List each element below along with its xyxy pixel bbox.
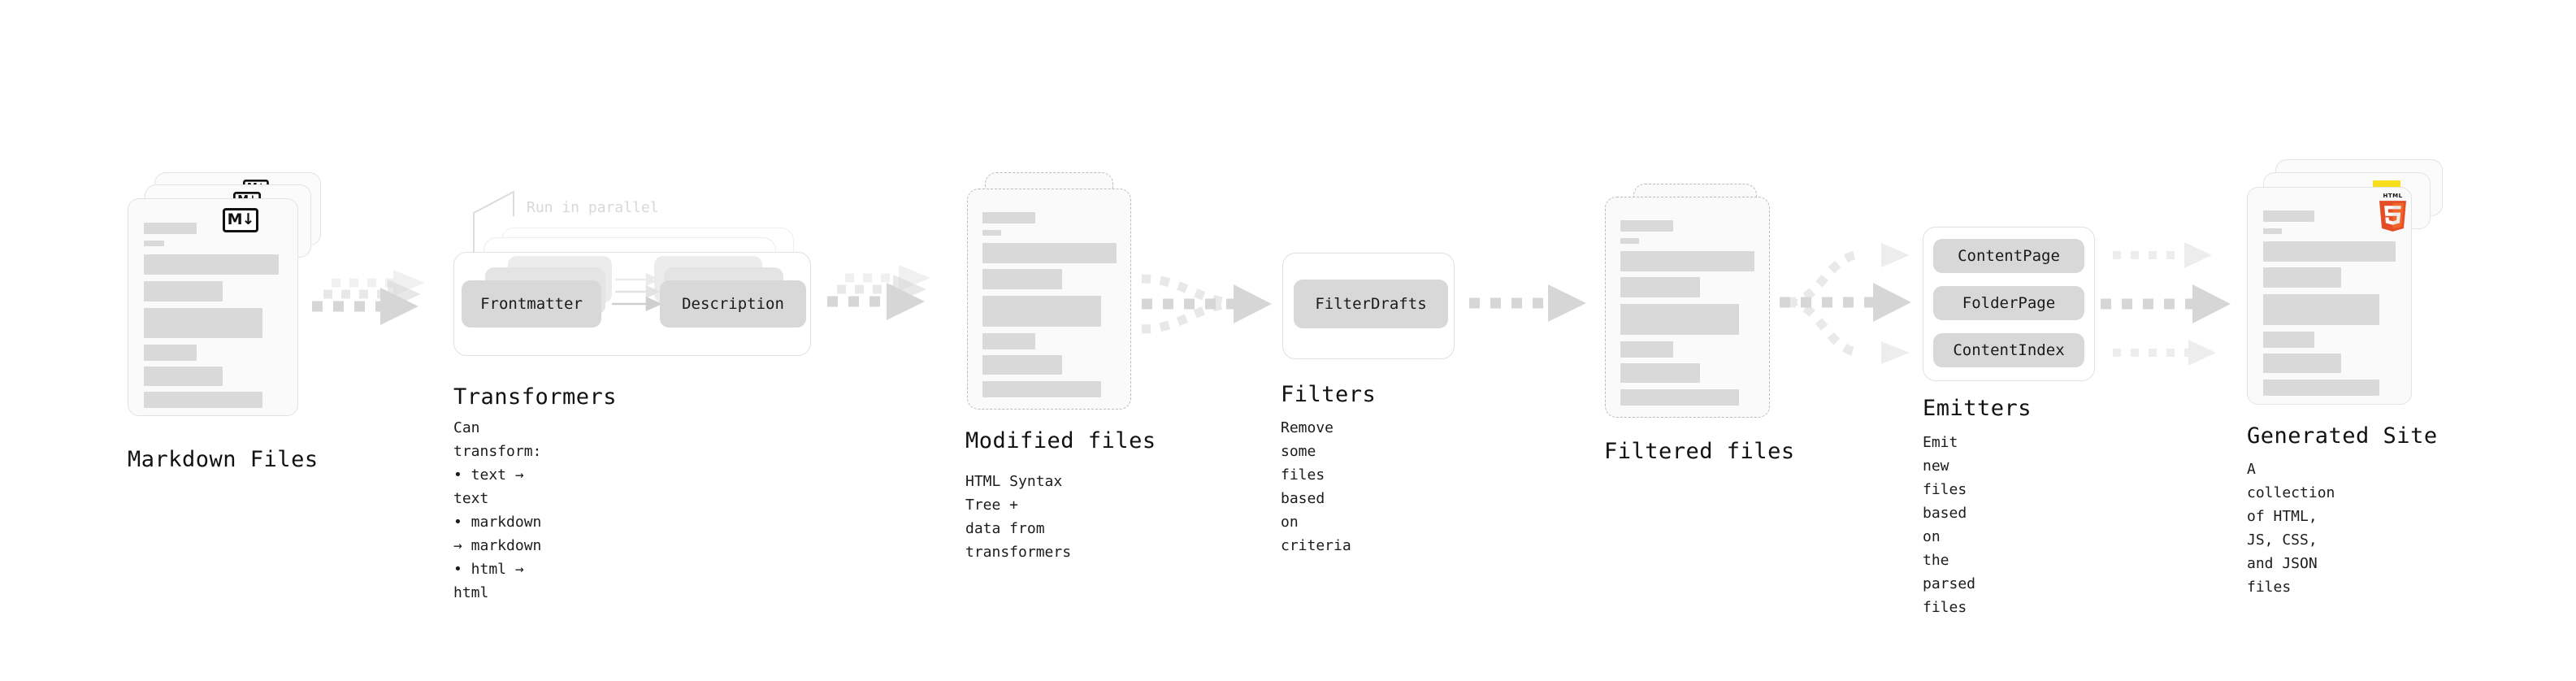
emitters-subcaption: Emit new files based on the parsed files xyxy=(1923,434,1976,616)
skeleton-line xyxy=(1620,304,1739,335)
modified-files-subcaption: HTML Syntax Tree + data from transformer… xyxy=(965,473,1072,561)
emitter-chip-contentpage[interactable]: ContentPage xyxy=(1933,239,2084,273)
skeleton-line xyxy=(144,392,262,408)
skeleton-line xyxy=(1620,220,1673,232)
skeleton-line xyxy=(2263,294,2379,325)
generated-site-caption: Generated Site xyxy=(2247,423,2438,449)
skeleton-line xyxy=(144,367,223,386)
transformer-chip-frontmatter-label: Frontmatter xyxy=(480,295,583,313)
filtered-files-caption: Filtered files xyxy=(1604,439,1795,464)
emitters-caption: Emitters xyxy=(1923,396,2032,421)
html5-icon: HTML xyxy=(2379,193,2406,232)
skeleton-line xyxy=(144,254,279,275)
markdown-badge-label: M↓ xyxy=(227,210,255,228)
skeleton-line xyxy=(2263,210,2314,222)
emitter-chip-folderpage[interactable]: FolderPage xyxy=(1933,286,2084,320)
skeleton-line xyxy=(2263,380,2379,396)
skeleton-line xyxy=(1620,363,1700,383)
emitter-chip-folderpage-label: FolderPage xyxy=(1962,294,2056,312)
html5-shield-icon xyxy=(2379,201,2406,232)
skeleton-line xyxy=(2263,332,2314,348)
skeleton-line xyxy=(982,333,1035,349)
filtered-card-front xyxy=(1605,197,1770,418)
skeleton-line xyxy=(1620,389,1739,406)
skeleton-line xyxy=(144,345,197,361)
skeleton-line xyxy=(144,308,262,338)
modified-card-front xyxy=(967,189,1131,410)
transformer-chip-description-label: Description xyxy=(682,295,784,313)
skeleton-line xyxy=(982,381,1101,397)
markdown-card-front xyxy=(128,198,298,416)
skeleton-line xyxy=(982,269,1062,289)
skeleton-line xyxy=(144,241,164,246)
connector-md-to-transformers xyxy=(312,270,425,325)
skeleton-line xyxy=(982,212,1035,223)
transformer-chip-frontmatter[interactable]: Frontmatter xyxy=(462,280,601,327)
skeleton-line xyxy=(1620,238,1639,244)
skeleton-line xyxy=(1620,341,1673,358)
emitter-chip-contentindex-label: ContentIndex xyxy=(1953,341,2065,359)
skeleton-line xyxy=(982,243,1117,263)
markdown-badge-icon: M↓ xyxy=(223,208,258,232)
connector-filtered-to-emitters xyxy=(1780,243,1911,364)
modified-files-caption: Modified files xyxy=(965,428,1156,453)
connector-emitters-to-site xyxy=(2101,242,2231,366)
skeleton-line xyxy=(1620,277,1700,297)
skeleton-line xyxy=(2263,228,2282,234)
filter-chip-filterdrafts-label: FilterDrafts xyxy=(1315,295,1427,313)
emitter-chip-contentindex[interactable]: ContentIndex xyxy=(1933,333,2084,367)
transformers-subcaption: Can transform: • text → text • markdown … xyxy=(453,419,542,601)
transformer-chip-description[interactable]: Description xyxy=(660,280,806,327)
emitter-chip-contentpage-label: ContentPage xyxy=(1958,247,2060,265)
connector-modified-to-filters xyxy=(1141,274,1272,334)
skeleton-line xyxy=(144,281,223,301)
skeleton-line xyxy=(144,223,197,234)
run-in-parallel-label: Run in parallel xyxy=(527,199,659,216)
generated-site-subcaption: A collection of HTML, JS, CSS, and JSON … xyxy=(2247,461,2335,596)
filters-caption: Filters xyxy=(1281,382,1377,407)
markdown-files-caption: Markdown Files xyxy=(128,447,319,472)
skeleton-line xyxy=(982,230,1001,236)
skeleton-line xyxy=(982,355,1062,375)
connector-transformers-to-modified xyxy=(827,265,930,320)
skeleton-line xyxy=(982,296,1101,327)
filters-subcaption: Remove some files based on criteria xyxy=(1281,419,1351,554)
skeleton-line xyxy=(2263,267,2341,288)
filter-chip-filterdrafts[interactable]: FilterDrafts xyxy=(1294,280,1448,328)
skeleton-line xyxy=(2263,354,2341,373)
connector-filters-to-filtered xyxy=(1469,284,1586,322)
skeleton-line xyxy=(1620,251,1754,271)
skeleton-line xyxy=(2263,241,2396,262)
transformers-caption: Transformers xyxy=(453,384,618,410)
